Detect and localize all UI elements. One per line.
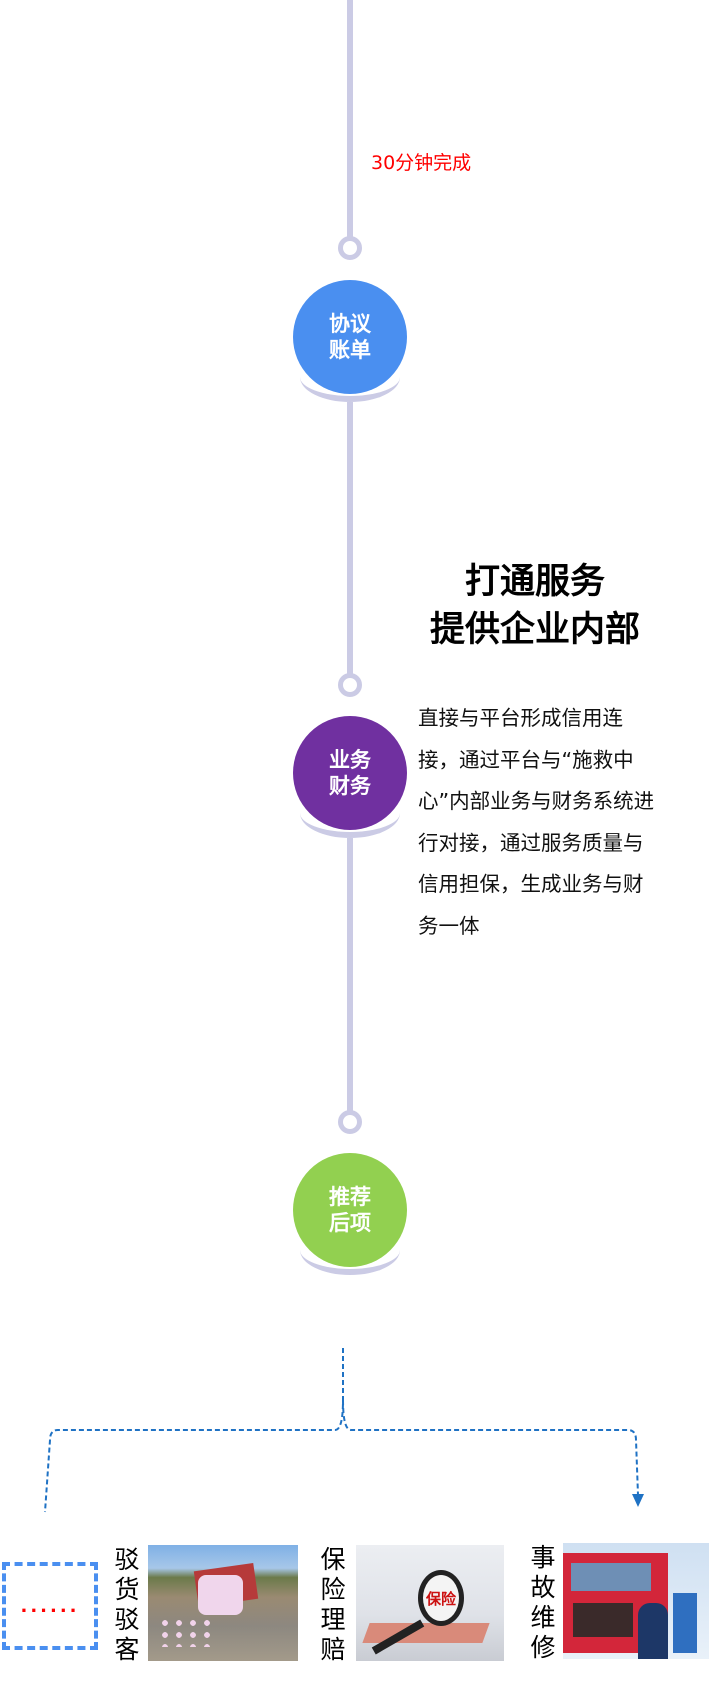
timeline-line [347, 838, 353, 1111]
arrow-down-icon [632, 1494, 644, 1507]
node-arc [300, 372, 400, 402]
service-label: 事故维修 [530, 1543, 556, 1662]
node-arc [300, 808, 400, 838]
timeline-line-top [347, 0, 353, 240]
timeline-line [347, 402, 353, 674]
service-label: 驳货驳客 [114, 1545, 140, 1664]
section-title: 打通服务提供企业内部 [429, 562, 640, 650]
service-label: 保险理赔 [320, 1545, 346, 1664]
accident-repair-image[interactable] [563, 1543, 709, 1659]
timeline-ring [338, 236, 362, 260]
timeline-ring [338, 673, 362, 697]
cargo-accident-image[interactable] [148, 1545, 298, 1661]
timeline-ring [338, 1110, 362, 1134]
section-description: 直接与平台形成信用连接，通过平台与“施救中心”内部业务与财务系统进行对接，通过服… [418, 706, 655, 938]
duration-note: 30分钟完成 [371, 152, 472, 174]
placeholder-box: ...... [2, 1562, 98, 1650]
branch-connector [44, 1348, 644, 1513]
insurance-claim-image[interactable]: 保险 [356, 1545, 504, 1661]
node-arc [300, 1245, 400, 1275]
